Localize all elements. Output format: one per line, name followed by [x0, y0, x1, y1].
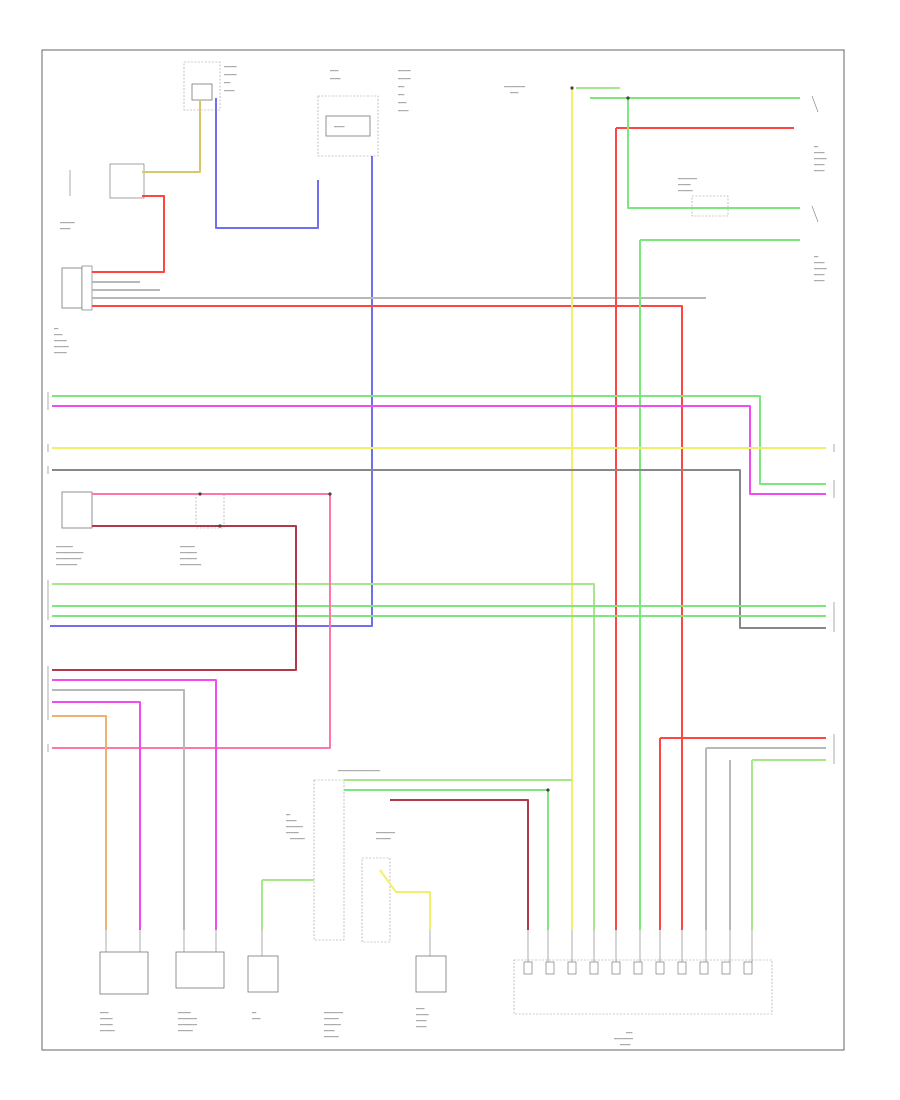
bottom-components: ━━━━ ━━━━━━ ━━━━━━ ━━━━━━━ ━━━━━━ ━━━━━━…: [99, 951, 773, 1047]
svg-text:━━━━━━━: ━━━━━━━: [179, 545, 196, 549]
center-relay: ━━━━ ━━━━━ ━━━━━ ━━━━━━ ━━━━━━ ━━━ ━━━ ━…: [317, 69, 412, 157]
svg-text:━━━━: ━━━━: [99, 1011, 109, 1015]
svg-text:━━━━: ━━━━: [415, 1007, 425, 1011]
svg-text:━━━━━━━: ━━━━━━━: [323, 1017, 340, 1021]
svg-text:━━━━━━━━━━: ━━━━━━━━━━: [55, 563, 78, 567]
svg-text:━━━━━: ━━━━━: [813, 273, 825, 277]
wires-mid-left: [52, 493, 331, 930]
svg-text:━━━━━━: ━━━━━━: [53, 351, 68, 355]
svg-text:━━━━━: ━━━━━: [813, 169, 825, 173]
svg-text:━━━━━━: ━━━━━━: [223, 65, 238, 69]
ground-icon: [69, 95, 819, 223]
svg-text:━━━━━━: ━━━━━━: [285, 831, 300, 835]
svg-text:━━━━━: ━━━━━: [59, 227, 71, 231]
svg-text:━━━━━━: ━━━━━━: [177, 1011, 192, 1015]
svg-text:━━━━━━━━: ━━━━━━━━: [285, 825, 304, 829]
svg-text:━━━━━━━━━━━━━: ━━━━━━━━━━━━━: [55, 551, 84, 555]
left-module: ━━ ━━━━ ━━━━━━ ━━━━━━━ ━━━━━━ ━━━━━━━ ━━…: [53, 221, 83, 355]
svg-text:━━━: ━━━: [223, 81, 231, 85]
svg-text:━━━━━━━: ━━━━━━━: [177, 1029, 194, 1033]
svg-text:━━━━━━━: ━━━━━━━: [677, 189, 694, 193]
diagram-frame: [41, 49, 845, 1051]
svg-text:━━━━━: ━━━━━: [329, 77, 341, 81]
svg-text:━━━━: ━━━━: [251, 1017, 261, 1021]
control-unit-box: [175, 951, 225, 989]
svg-text:━━━━: ━━━━: [53, 333, 63, 337]
svg-text:━━━━━: ━━━━━: [813, 163, 825, 167]
wire-drops: [105, 930, 753, 962]
sensor-box-right: [415, 955, 447, 993]
svg-text:━━━━━: ━━━━━: [397, 109, 409, 113]
svg-text:━━━━━━━━━━━━━━━━━━━━: ━━━━━━━━━━━━━━━━━━━━: [337, 769, 381, 773]
svg-text:━━━━━: ━━━━━: [323, 1029, 335, 1033]
svg-text:━━━━━━━━━━: ━━━━━━━━━━: [179, 563, 202, 567]
svg-text:━━━━━━: ━━━━━━: [677, 183, 692, 187]
svg-text:━━━━━: ━━━━━: [285, 819, 297, 823]
splice-dot-icon: [198, 86, 630, 792]
svg-text:━━━━: ━━━━: [397, 101, 407, 105]
bottom-center-module: ━━━━━━━━━━━━━━━━━━━━ ━━ ━━━━━ ━━━━━━━━ ━…: [285, 769, 396, 943]
svg-text:━━━━━━━: ━━━━━━━: [375, 837, 392, 841]
svg-text:━━━: ━━━: [625, 1031, 633, 1035]
svg-text:━━━━━━━━━: ━━━━━━━━━: [177, 1017, 198, 1021]
svg-text:━━━━━━━: ━━━━━━━: [99, 1029, 116, 1033]
wires-bus: [52, 395, 826, 930]
top-left-relay: ━━━━━━ ━━━━━━ ━━━ ━━━━━: [183, 61, 238, 111]
svg-text:━━━━━━: ━━━━━━: [397, 69, 412, 73]
left-connector-stack: [81, 163, 145, 311]
svg-text:━━━━━━: ━━━━━━: [397, 77, 412, 81]
svg-text:━━━: ━━━: [397, 85, 405, 89]
svg-text:━━━━: ━━━━: [329, 69, 339, 73]
svg-text:━━━━━━━━━: ━━━━━━━━━: [323, 1011, 344, 1015]
mid-left-components: ━━━━━━━━ ━━━━━━━━━━━━━ ━━━━━━━━━━━━ ━━━━…: [55, 491, 225, 567]
svg-text:━━━: ━━━: [397, 93, 405, 97]
svg-text:━━━━━━: ━━━━━━: [223, 73, 238, 77]
svg-text:━━━━━━: ━━━━━━: [99, 1023, 114, 1027]
svg-text:━━: ━━: [251, 1011, 257, 1015]
top-right-components: ━━━━━━━━━━ ━━━━ ━━━━━━━━━ ━━━━━━ ━━━━━━━…: [503, 85, 828, 283]
svg-text:━━━━━━: ━━━━━━: [415, 1013, 430, 1017]
svg-text:━━━━━━━━: ━━━━━━━━: [179, 557, 198, 561]
svg-text:━━━━━━: ━━━━━━: [813, 267, 828, 271]
svg-text:━━━━: ━━━━: [509, 91, 519, 95]
svg-text:━━━━━━━━━━: ━━━━━━━━━━: [503, 85, 526, 89]
svg-text:━━: ━━: [285, 813, 291, 817]
svg-text:━━━━━: ━━━━━: [813, 151, 825, 155]
cam-sensor-box: [247, 955, 279, 993]
svg-text:━━━━━━━━━━━━: ━━━━━━━━━━━━: [55, 557, 82, 561]
svg-text:━━━━━━: ━━━━━━: [99, 1017, 114, 1021]
svg-text:━━━━━: ━━━━━: [415, 1019, 427, 1023]
svg-text:━━━━━━━: ━━━━━━━: [289, 837, 306, 841]
svg-text:━━━━━: ━━━━━: [415, 1025, 427, 1029]
svg-text:━━━━━: ━━━━━: [813, 261, 825, 265]
connector-icon: [47, 392, 835, 764]
wires-right-ecm: [659, 737, 826, 930]
svg-text:━━━━━━: ━━━━━━: [813, 157, 828, 161]
svg-text:━━: ━━: [813, 255, 819, 259]
svg-text:━━━━━━━━━: ━━━━━━━━━: [677, 177, 698, 181]
svg-text:━━: ━━: [53, 327, 59, 331]
svg-text:━━━━━━━━: ━━━━━━━━: [55, 545, 74, 549]
svg-text:━━━━━: ━━━━━: [333, 125, 345, 129]
ecm-pins: [523, 961, 753, 975]
abs-sensor-box: [99, 951, 149, 995]
svg-text:━━━━━━━: ━━━━━━━: [323, 1035, 340, 1039]
svg-text:━━━━━━━━━: ━━━━━━━━━: [375, 831, 396, 835]
svg-text:━━: ━━: [813, 145, 819, 149]
svg-text:━━━━━: ━━━━━: [813, 279, 825, 283]
svg-text:━━━━━━: ━━━━━━: [53, 339, 68, 343]
svg-text:━━━━━━━━━: ━━━━━━━━━: [613, 1037, 634, 1041]
svg-text:━━━━━━━━: ━━━━━━━━: [179, 551, 198, 555]
svg-text:━━━━━━━: ━━━━━━━: [59, 221, 76, 225]
svg-text:━━━━━━━━━: ━━━━━━━━━: [177, 1023, 198, 1027]
wires-top: [50, 87, 800, 930]
wires-bottom-center: [261, 779, 572, 930]
svg-text:━━━━━━━: ━━━━━━━: [53, 345, 70, 349]
svg-text:━━━━━━━━: ━━━━━━━━: [323, 1023, 342, 1027]
svg-text:━━━━━: ━━━━━: [223, 89, 235, 93]
ecm-box: [513, 959, 773, 1015]
svg-text:━━━━━: ━━━━━: [619, 1043, 631, 1047]
